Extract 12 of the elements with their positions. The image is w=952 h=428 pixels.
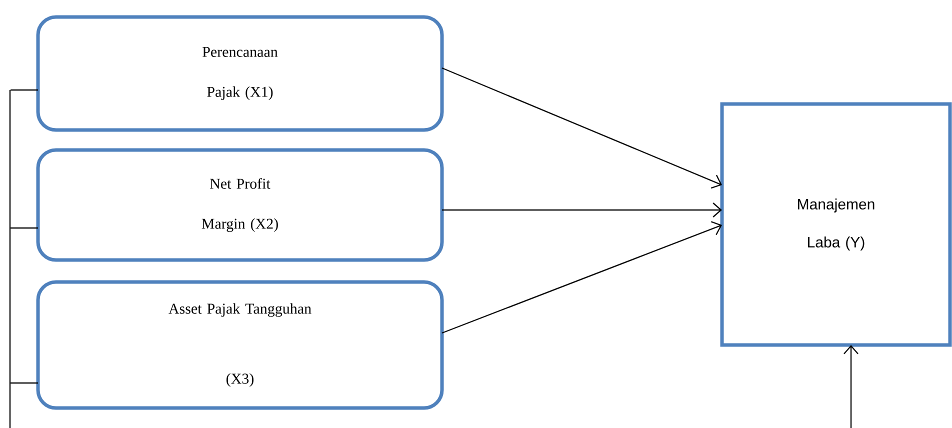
arrow bbox=[442, 221, 722, 334]
connector-line bbox=[10, 227, 38, 229]
rounded-box: Perencanaan Pajak (X1) bbox=[36, 15, 444, 132]
arrow bbox=[442, 202, 722, 218]
rounded-box: Net Profit Margin (X2) bbox=[36, 148, 444, 262]
connector-line bbox=[10, 382, 38, 384]
process-box: Manajemen Laba (Y) bbox=[720, 102, 952, 347]
connector-line bbox=[10, 89, 38, 91]
arrow bbox=[844, 345, 858, 428]
arrow bbox=[442, 67, 722, 189]
rounded-box: Asset Pajak Tangguhan (X3) bbox=[36, 280, 444, 410]
bracket-line bbox=[9, 90, 11, 428]
